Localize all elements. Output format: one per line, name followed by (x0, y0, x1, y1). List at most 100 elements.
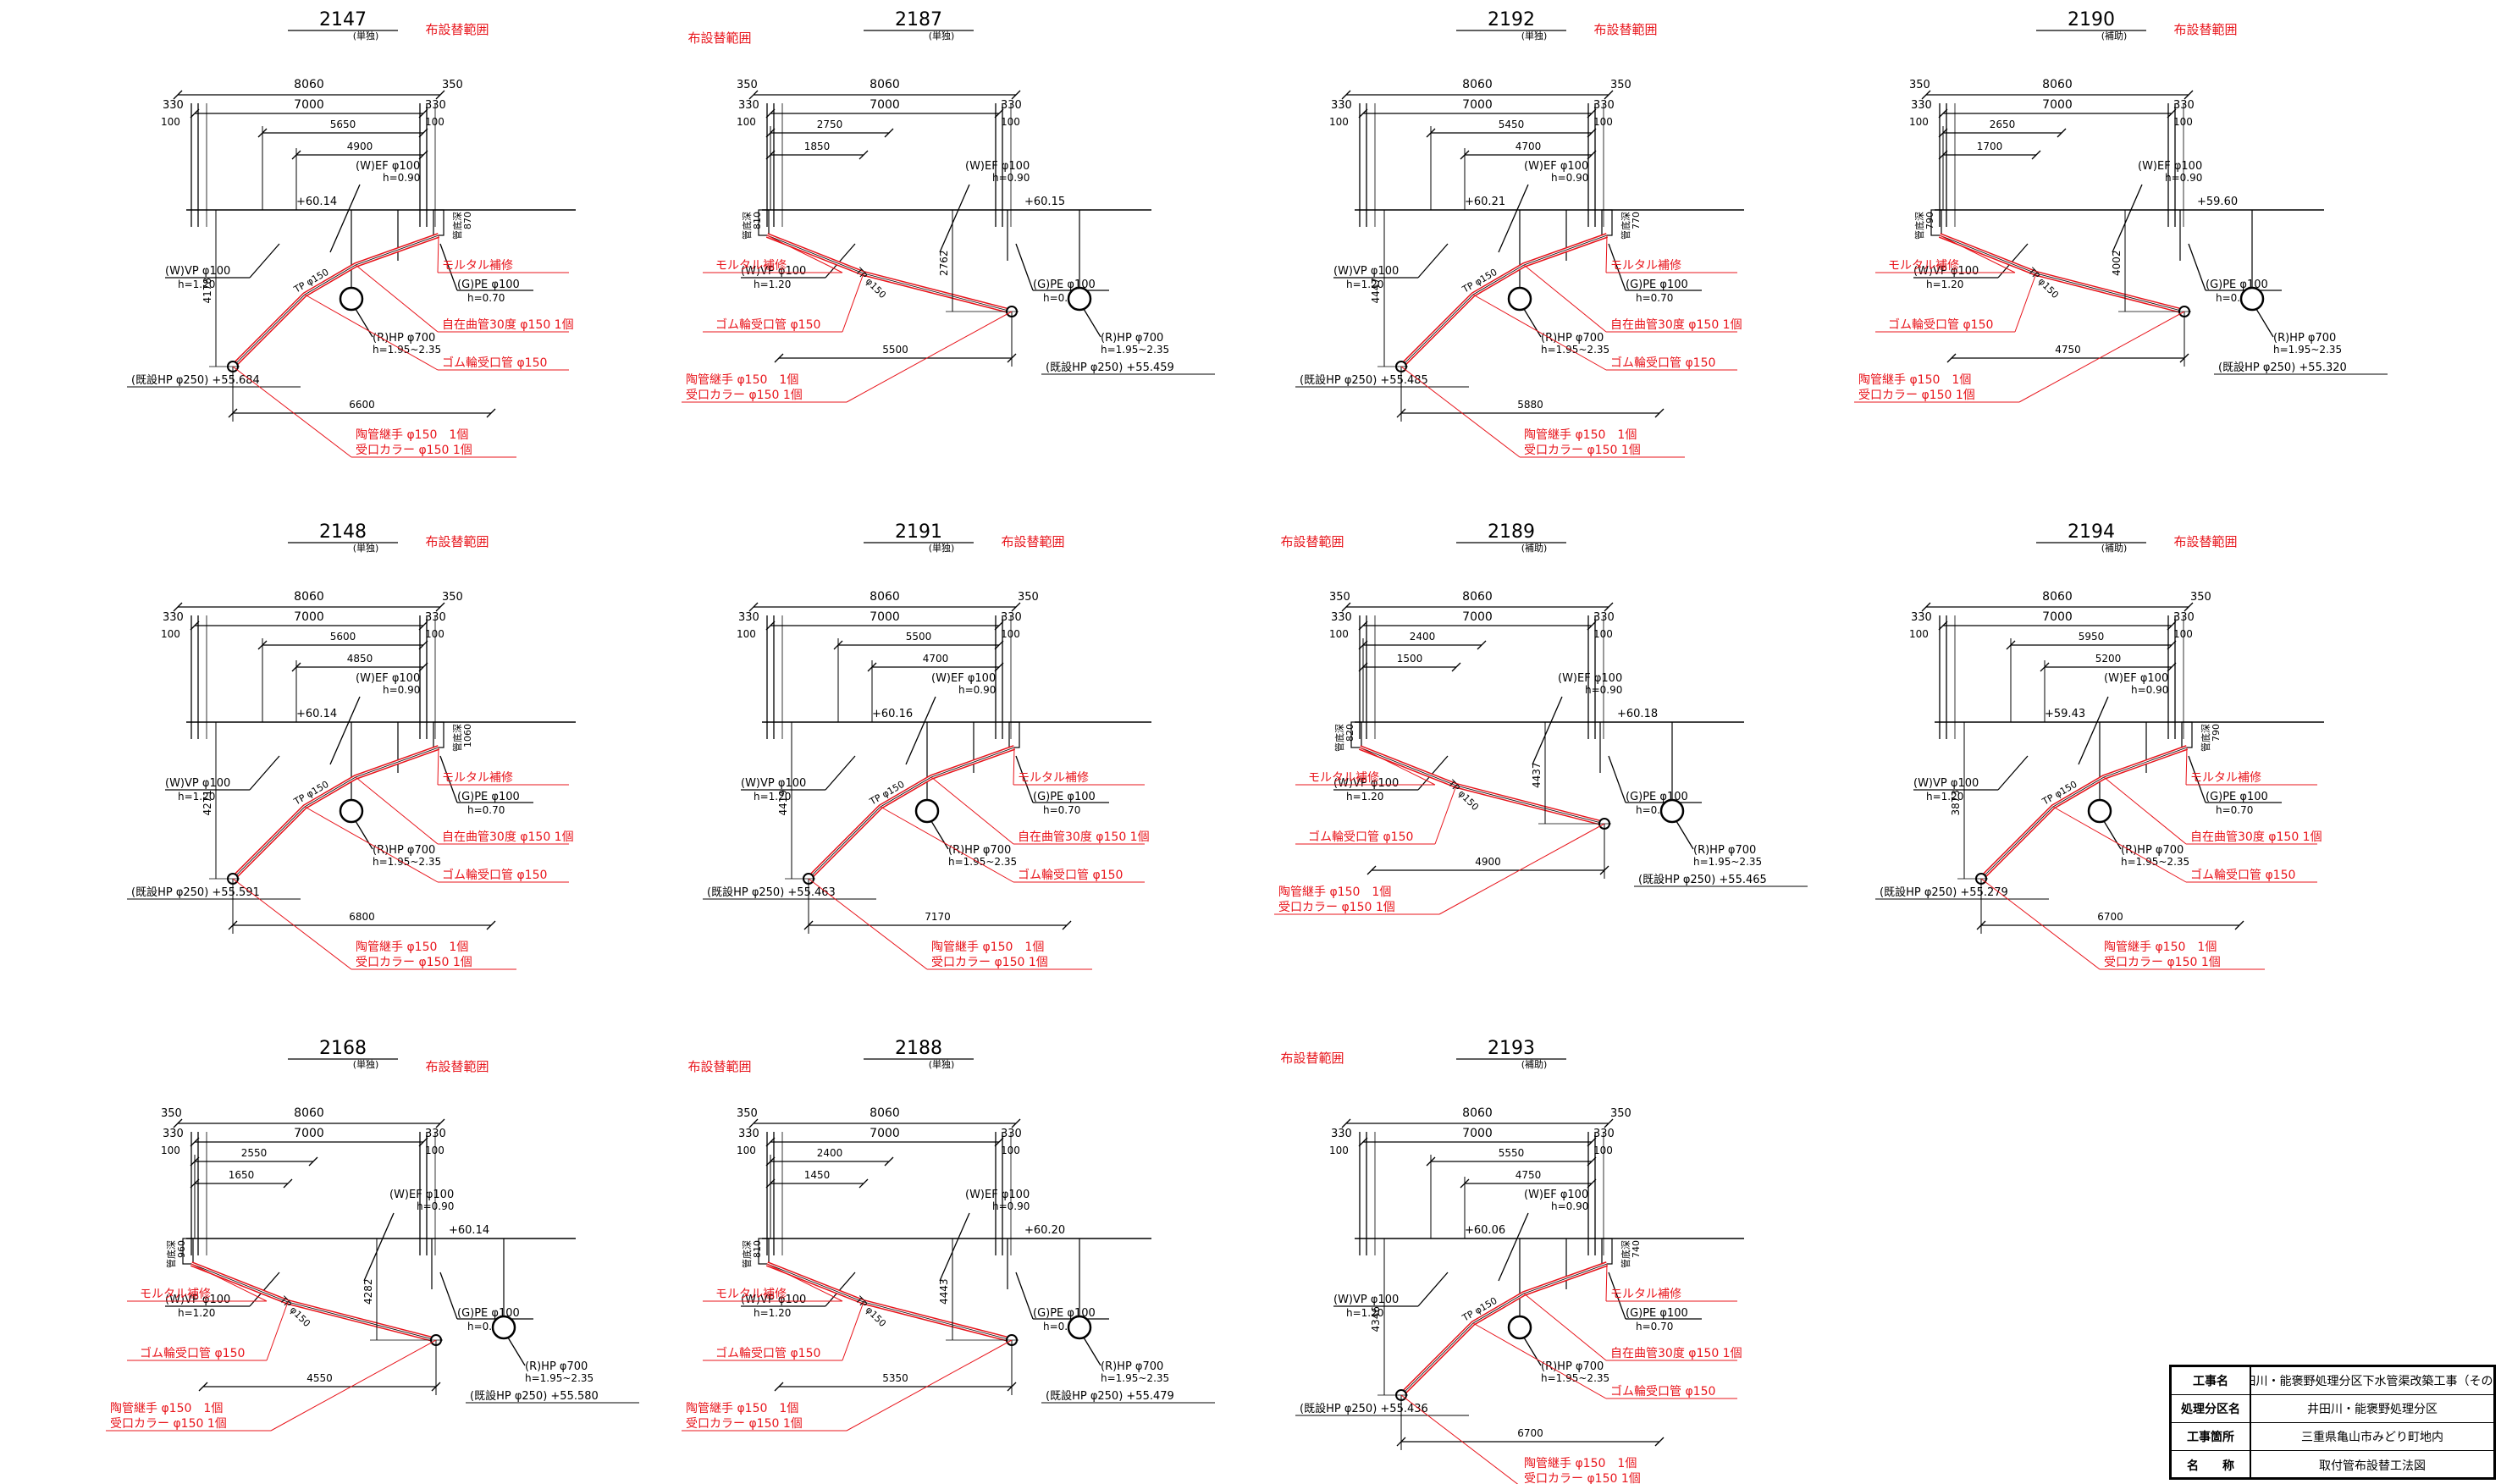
panel-subtitle: (単独) (1521, 30, 1548, 41)
tp-label: TP φ150 (853, 265, 888, 301)
drawing-line (846, 311, 1013, 403)
replacement-range-label: 布設替範囲 (425, 22, 489, 37)
joint-label: 陶管継手 φ150 1個 (1858, 373, 1971, 387)
annotation-label: モルタル補修 (715, 1288, 787, 1301)
rain-pipe-circle (339, 286, 364, 312)
dim-350: 350 (737, 79, 758, 91)
dimension-tick (418, 1137, 428, 1147)
dimension-tick (431, 1382, 441, 1392)
drawing-line (249, 1272, 280, 1307)
dim-330: 330 (738, 1128, 759, 1140)
dimension-tick (2179, 353, 2189, 363)
annotation-label: モルタル補修 (1610, 259, 1681, 273)
collar-label: 受口カラー φ150 1個 (1524, 1472, 1641, 1484)
ground-elevation: +60.15 (1024, 196, 1065, 208)
vertical-dim: 4437 (1531, 762, 1543, 788)
drawing-line (270, 1339, 437, 1432)
drawing-line (1359, 747, 1436, 786)
rain-hp-depth: h=1.95~2.35 (948, 856, 1017, 868)
drawing-line (355, 264, 439, 333)
gas-pe-label: (G)PE φ100 (1033, 791, 1096, 803)
water-ef-label: (W)EF φ100 (356, 160, 420, 173)
service-pipe-axis (232, 234, 439, 367)
dim-7000: 7000 (2042, 98, 2073, 112)
dim-d2: 1850 (804, 141, 831, 152)
dimension-tick (1587, 128, 1597, 138)
drawing-line (329, 696, 361, 765)
dim-350: 350 (737, 1107, 758, 1120)
dimension-tick (765, 108, 776, 119)
horizontal-dim: 7170 (925, 911, 951, 923)
dimension-tick (435, 1118, 445, 1128)
gas-pe-depth: h=0.70 (2216, 804, 2253, 816)
drawing-line (842, 273, 864, 333)
horizontal-dim: 5350 (882, 1372, 908, 1384)
dimension-tick (418, 108, 428, 119)
rain-hp-label: (R)HP φ700 (1541, 332, 1604, 345)
rain-pipe-circle (339, 798, 364, 824)
annotation-label: 自在曲管30度 φ150 1個 (1018, 830, 1150, 844)
rain-hp-depth: h=1.95~2.35 (2121, 856, 2189, 868)
dim-100-right: 100 (425, 116, 444, 128)
gas-pe-depth: h=0.70 (1043, 804, 1080, 816)
existing-main-label: (既設HP φ250) +55.279 (1880, 885, 2008, 899)
dimension-tick (774, 1382, 784, 1392)
dim-d1: 5500 (906, 631, 932, 643)
drawing-line (842, 1301, 864, 1361)
rain-hp-label: (R)HP φ700 (373, 332, 435, 345)
pipe-depth-value: 790 (1924, 212, 1935, 229)
panel-subtitle: (単独) (353, 542, 379, 554)
dimension-tick (994, 621, 1004, 631)
dimension-tick (418, 662, 428, 672)
ground-elevation: +60.14 (296, 708, 337, 720)
service-box (182, 1238, 194, 1265)
drawing-line (1523, 1337, 1542, 1366)
annotation-label: ゴム輪受口管 φ150 (442, 868, 547, 882)
water-vp-depth: h=1.20 (754, 1307, 791, 1319)
service-box (758, 209, 770, 236)
dimension-tick (1366, 865, 1377, 875)
drawing-line (880, 806, 1014, 883)
ground-elevation: +60.14 (449, 1224, 489, 1237)
title-row-name: 名 称 取付管布設替工法図 (2172, 1451, 2493, 1479)
dim-d2: 1650 (229, 1169, 255, 1181)
dim-350: 350 (2190, 591, 2211, 604)
drawing-line (1417, 243, 1449, 279)
water-ef-label: (W)EF φ100 (389, 1189, 454, 1201)
rain-hp-label: (R)HP φ700 (1101, 332, 1163, 345)
replacement-range-label: 布設替範囲 (2173, 22, 2237, 37)
service-pipe-axis (232, 747, 439, 880)
drawing-line (2255, 308, 2274, 338)
dim-7000: 7000 (870, 98, 900, 112)
dim-8060: 8060 (870, 590, 900, 604)
annotation-label: ゴム輪受口管 φ150 (1610, 356, 1715, 370)
dimension-tick (994, 1137, 1004, 1147)
vertical-dim: 4447 (1370, 278, 1382, 304)
dimension-tick (1011, 90, 1021, 100)
annotation-label: モルタル補修 (715, 259, 787, 273)
dim-330: 330 (738, 99, 759, 112)
drawing-line (1608, 243, 1626, 291)
dimension-tick (308, 1156, 318, 1167)
dim-100-right: 100 (1001, 1145, 1020, 1156)
dimension-tick (765, 621, 776, 631)
annotation-label: 自在曲管30度 φ150 1個 (1610, 318, 1742, 332)
drawing-line (939, 184, 970, 253)
gas-pe-label: (G)PE φ100 (457, 791, 520, 803)
drawing-line (1498, 184, 1529, 253)
dimension-tick (190, 1137, 200, 1147)
water-vp-depth: h=1.20 (178, 1307, 215, 1319)
dim-d2: 1700 (1977, 141, 2003, 152)
drawing-line (846, 1339, 1013, 1432)
pipe-depth-label: 管底深 (451, 212, 463, 240)
dim-330: 330 (1331, 99, 1352, 112)
water-vp-label: (W)VP φ100 (1333, 265, 1399, 278)
rain-hp-depth: h=1.95~2.35 (1101, 1372, 1169, 1384)
existing-main-label: (既設HP φ250) +55.436 (1300, 1402, 1428, 1415)
annotation-label: モルタル補修 (1018, 771, 1089, 785)
ground-elevation: +60.21 (1465, 196, 1505, 208)
drawing-line (766, 234, 843, 273)
drawing-line (2188, 243, 2206, 291)
